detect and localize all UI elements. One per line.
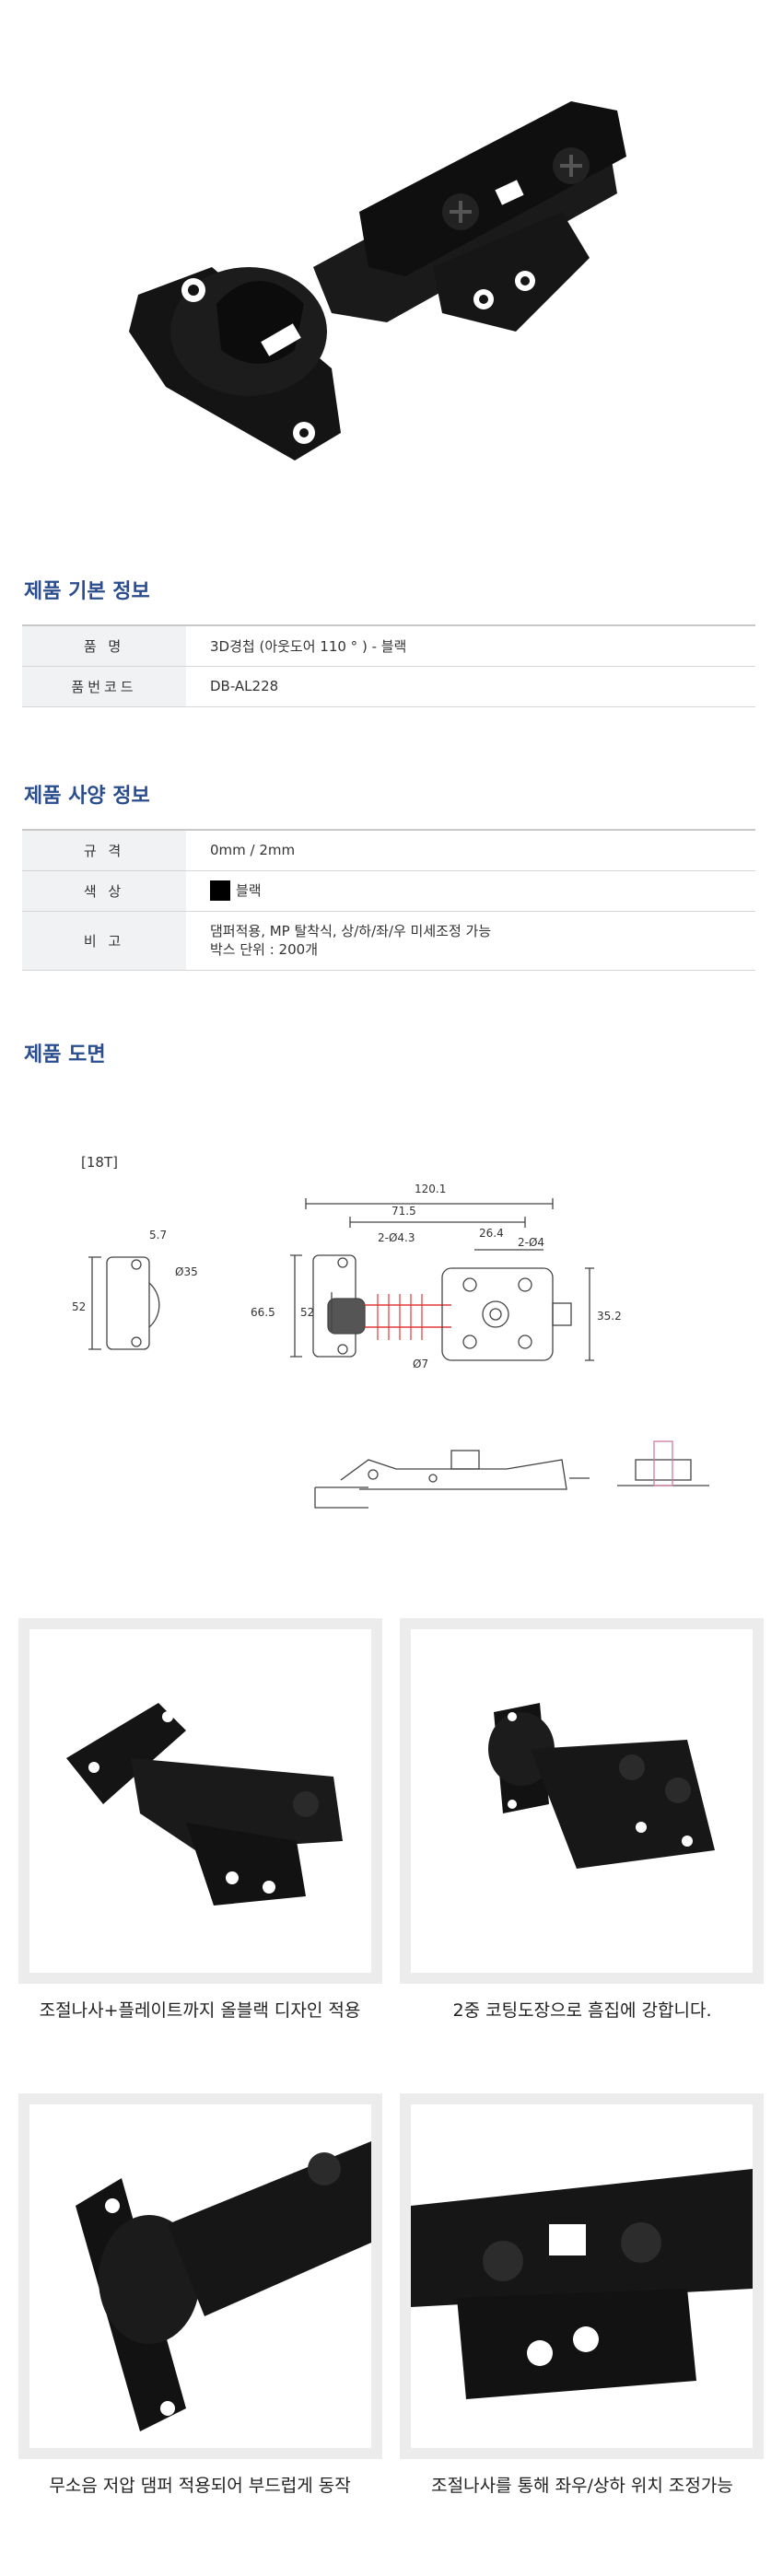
table-row: 색 상 블랙	[22, 870, 755, 912]
feature-photo-2	[400, 1618, 764, 1984]
dim-label: 5.7	[149, 1229, 167, 1241]
table-row: 품번코드 DB-AL228	[22, 666, 755, 707]
row-key: 품 명	[22, 625, 186, 667]
dim-label: 71.5	[392, 1205, 416, 1218]
row-key: 색 상	[22, 870, 186, 912]
technical-drawing: [18T] 52 5.7 Ø35 120.1 71.5 2-Ø4.3 26.4 …	[64, 1147, 737, 1543]
plate-label: [18T]	[81, 1154, 118, 1171]
row-value: DB-AL228	[186, 666, 755, 707]
row-key: 비 고	[22, 911, 186, 971]
table-row: 비 고 댐퍼적용, MP 탈착식, 상/하/좌/우 미세조정 가능 박스 단위 …	[22, 911, 755, 971]
drawing-title: 제품 도면	[24, 1043, 106, 1067]
dim-label: Ø7	[413, 1358, 428, 1370]
spec-info-table: 규 격 0mm / 2mm 색 상 블랙 비 고 댐퍼적용, MP 탈착식, 상…	[22, 829, 755, 971]
feature-caption: 무소음 저압 댐퍼 적용되어 부드럽게 동작	[49, 2476, 351, 2496]
row-key: 규 격	[22, 830, 186, 871]
dim-label: Ø35	[175, 1265, 198, 1278]
row-value: 블랙	[186, 870, 755, 912]
feature-photo-1	[18, 1618, 382, 1984]
basic-info-title: 제품 기본 정보	[24, 580, 150, 603]
dim-label: 2-Ø4	[518, 1236, 544, 1249]
dim-label: 52	[300, 1306, 314, 1319]
note-line: 댐퍼적용, MP 탈착식, 상/하/좌/우 미세조정 가능	[210, 923, 492, 939]
color-value: 블랙	[236, 881, 262, 899]
feature-caption: 2중 코팅도장으로 흠집에 강합니다.	[452, 2000, 712, 2021]
color-swatch	[210, 880, 230, 902]
dim-label: 35.2	[597, 1310, 622, 1323]
feature-caption: 조절나사+플레이트까지 올블랙 디자인 적용	[39, 2000, 361, 2021]
hero-product-image	[0, 0, 783, 543]
note-line: 박스 단위 : 200개	[210, 941, 318, 958]
dim-label: 52	[72, 1300, 86, 1313]
row-value: 댐퍼적용, MP 탈착식, 상/하/좌/우 미세조정 가능 박스 단위 : 20…	[186, 911, 755, 971]
feature-photo-4	[400, 2093, 764, 2459]
basic-info-table: 품 명 3D경첩 (아웃도어 110 ° ) - 블랙 품번코드 DB-AL22…	[22, 624, 755, 707]
table-row: 규 격 0mm / 2mm	[22, 830, 755, 871]
row-key: 품번코드	[22, 666, 186, 707]
spec-info-title: 제품 사양 정보	[24, 785, 150, 808]
feature-caption: 조절나사를 통해 좌우/상하 위치 조정가능	[431, 2476, 733, 2496]
dim-label: 120.1	[415, 1183, 446, 1195]
dim-label: 66.5	[251, 1306, 275, 1319]
row-value: 3D경첩 (아웃도어 110 ° ) - 블랙	[186, 625, 755, 667]
dim-label: 26.4	[479, 1227, 504, 1240]
feature-photo-3	[18, 2093, 382, 2459]
table-row: 품 명 3D경첩 (아웃도어 110 ° ) - 블랙	[22, 625, 755, 667]
row-value: 0mm / 2mm	[186, 830, 755, 871]
dim-label: 2-Ø4.3	[378, 1231, 415, 1244]
